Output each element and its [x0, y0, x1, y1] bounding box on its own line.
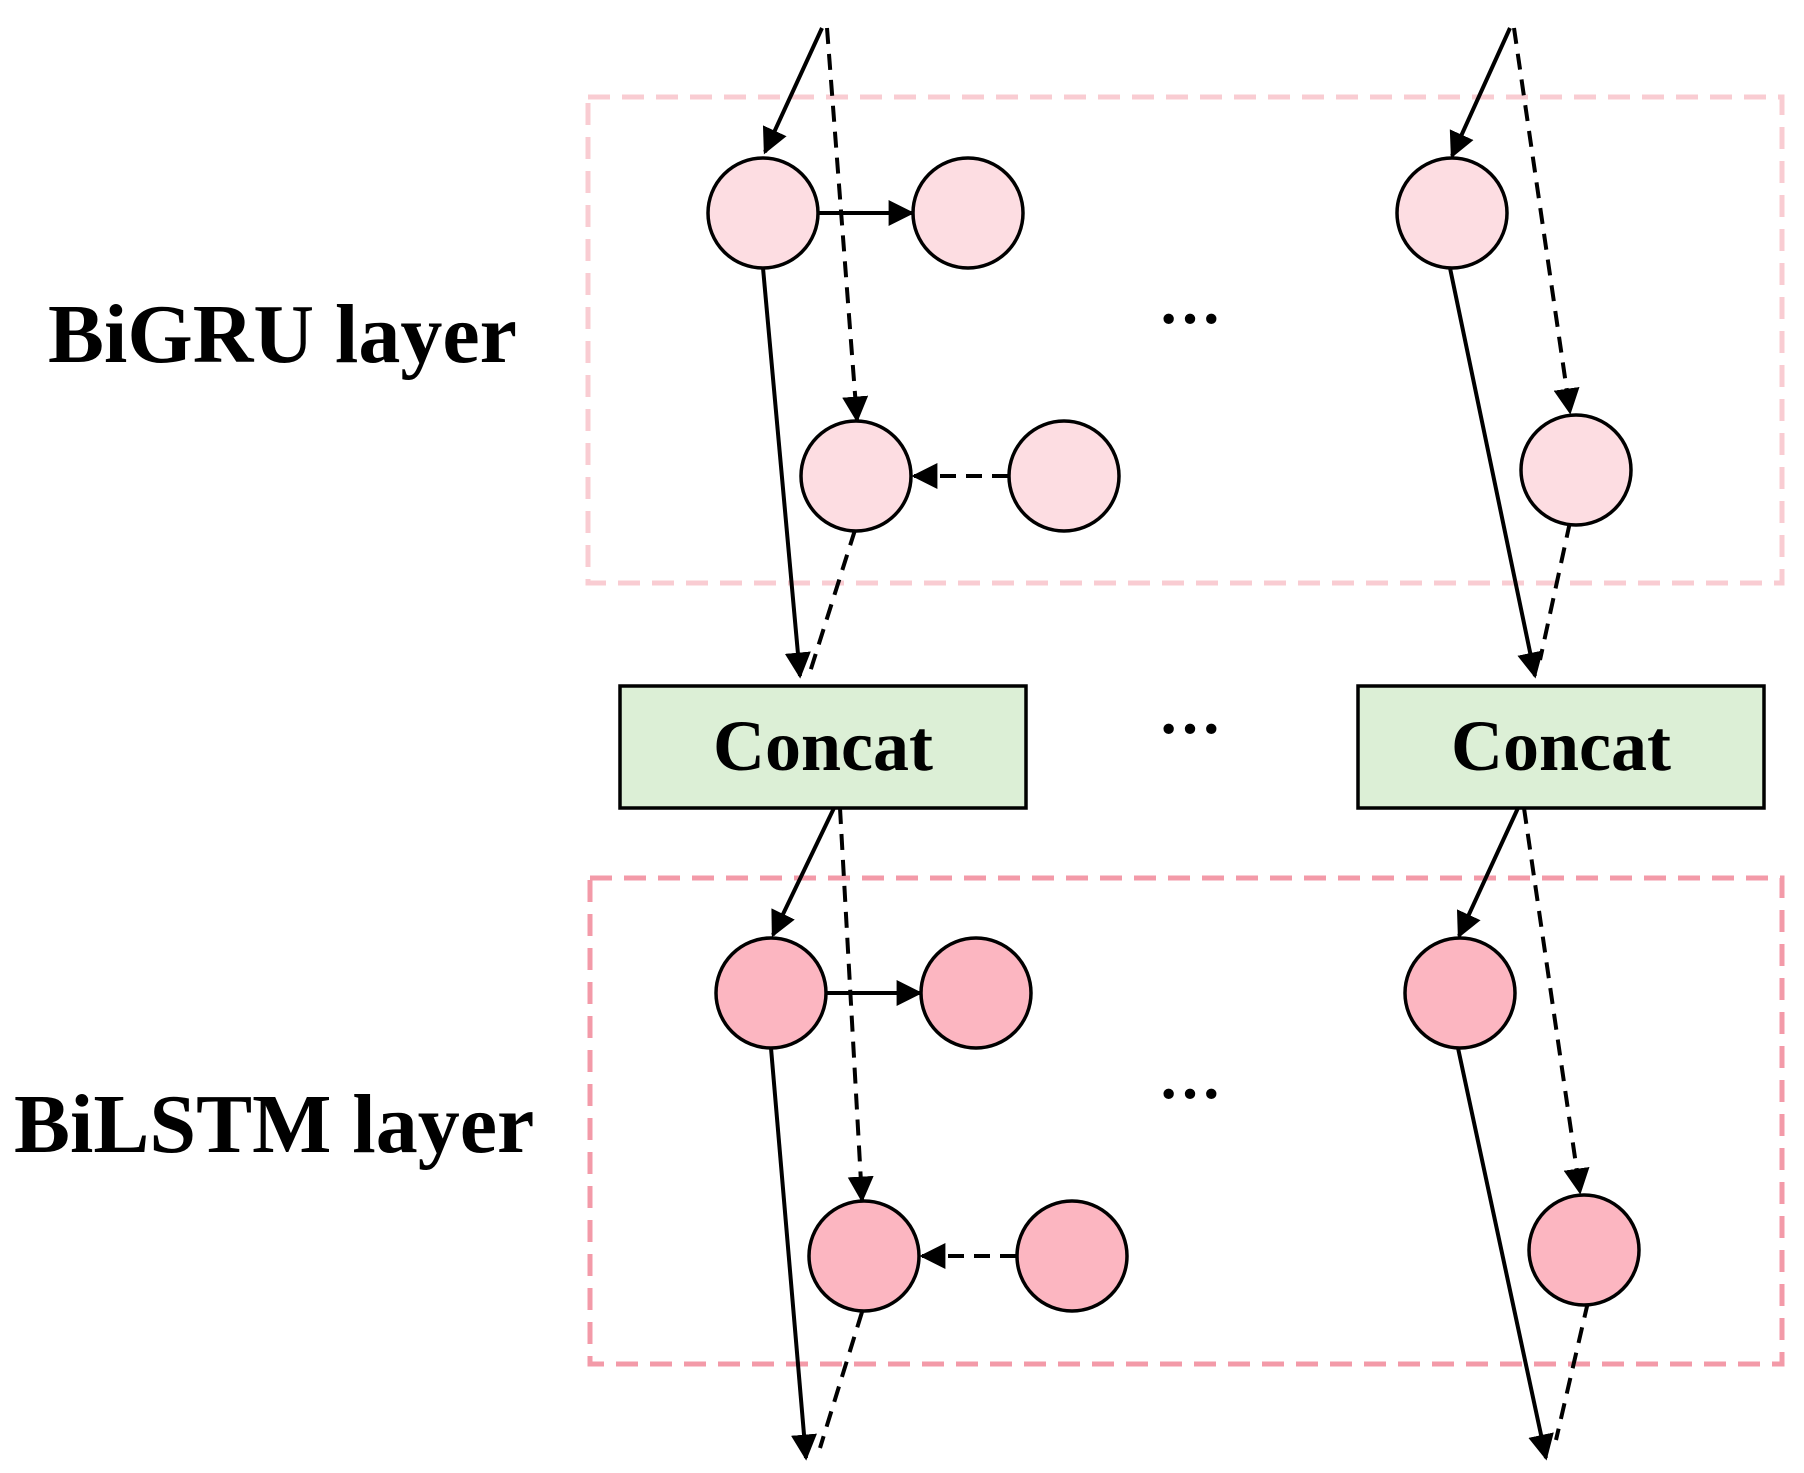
- concat-right: Concat: [1356, 684, 1766, 810]
- edges-bigru-right: [1448, 27, 1580, 679]
- ellipsis-bigru: ···: [1158, 283, 1222, 354]
- ellipsis-concat: ···: [1158, 693, 1222, 764]
- bilstm-layer-box: [587, 875, 1785, 1367]
- bilstm-forward-node-1: [714, 936, 828, 1050]
- ellipsis-bilstm: ···: [1158, 1058, 1222, 1129]
- bigru-forward-node-1: [706, 156, 820, 270]
- edges-bilstm-left: [769, 807, 1016, 1461]
- bilstm-forward-node-n: [1403, 936, 1517, 1050]
- bigru-layer-label: BiGRU layer: [48, 288, 517, 381]
- bilstm-backward-node-2: [1015, 1199, 1129, 1313]
- bilstm-backward-node-n: [1527, 1193, 1641, 1307]
- bilstm-forward-node-2: [919, 936, 1033, 1050]
- bigru-backward-node-1: [799, 419, 913, 533]
- bigru-layer-box: [585, 94, 1785, 586]
- concat-right-label: Concat: [1451, 706, 1671, 786]
- edges-bigru-left: [761, 27, 1008, 679]
- bigru-nodes: [706, 156, 1633, 533]
- bigru-forward-node-2: [911, 156, 1025, 270]
- bigru-backward-node-2: [1007, 419, 1121, 533]
- concat-left: Concat: [618, 684, 1028, 810]
- concat-left-label: Concat: [713, 706, 933, 786]
- bilstm-layer-label: BiLSTM layer: [14, 1078, 534, 1171]
- bigru-forward-node-n: [1395, 156, 1509, 270]
- bilstm-backward-node-1: [807, 1199, 921, 1313]
- edges-bilstm-right: [1456, 807, 1590, 1461]
- bigru-backward-node-n: [1519, 413, 1633, 527]
- bilstm-nodes: [714, 936, 1641, 1313]
